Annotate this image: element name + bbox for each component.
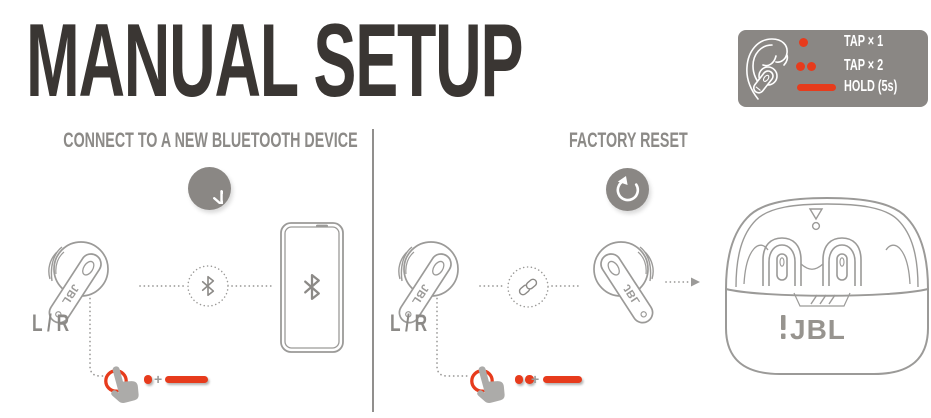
phone-speaker-icon — [316, 224, 328, 228]
bluetooth-badge-icon — [188, 167, 231, 210]
tap-count-dot — [525, 375, 534, 384]
legend-tap2-label: TAP × 2 — [844, 57, 884, 74]
right-panel-heading: FACTORY RESET — [568, 129, 688, 152]
hinge-vents-icon — [810, 294, 836, 305]
tap-count-dot — [514, 375, 524, 384]
lid-marker-icon — [808, 208, 824, 221]
hold-bar — [165, 376, 208, 383]
tap-hand-icon — [104, 366, 139, 403]
earbud-side-label: L / R — [32, 310, 70, 337]
gesture-legend: TAP × 1 TAP × 2 HOLD (5s) — [738, 30, 928, 107]
legend-hold-label: HOLD (5s) — [844, 78, 898, 95]
earbud-side-label: L / R — [390, 310, 428, 337]
factory-reset-badge-icon — [606, 168, 649, 211]
panel-divider — [372, 129, 374, 412]
tap-count-dot — [143, 375, 153, 384]
charging-case-illustration: JBL — [725, 196, 929, 375]
earbud-illustration-mirrored — [558, 238, 658, 338]
tap-2-dot-icon — [796, 62, 805, 71]
hold-bar-icon — [797, 84, 836, 91]
link-dotted-circle-icon — [507, 266, 549, 308]
phone-illustration — [280, 222, 344, 353]
legend-tap1-label: TAP × 1 — [844, 33, 884, 50]
bluetooth-dotted-circle-icon — [187, 265, 229, 307]
tap-1-dot-icon — [799, 38, 808, 47]
tap-hand-icon — [470, 366, 505, 403]
hold-bar — [543, 376, 582, 383]
brand-logo: JBL — [781, 314, 846, 345]
plus-sign: + — [531, 371, 540, 387]
svg-text:JBL: JBL — [790, 314, 846, 345]
arrow-head-icon — [691, 277, 700, 287]
plus-sign: + — [154, 371, 163, 387]
left-panel-heading: CONNECT TO A NEW BLUETOOTH DEVICE — [62, 129, 358, 152]
tap-2-dot-icon — [807, 62, 816, 71]
page-title: MANUAL SETUP — [26, 3, 523, 119]
ear-with-earbud-icon — [746, 38, 789, 100]
